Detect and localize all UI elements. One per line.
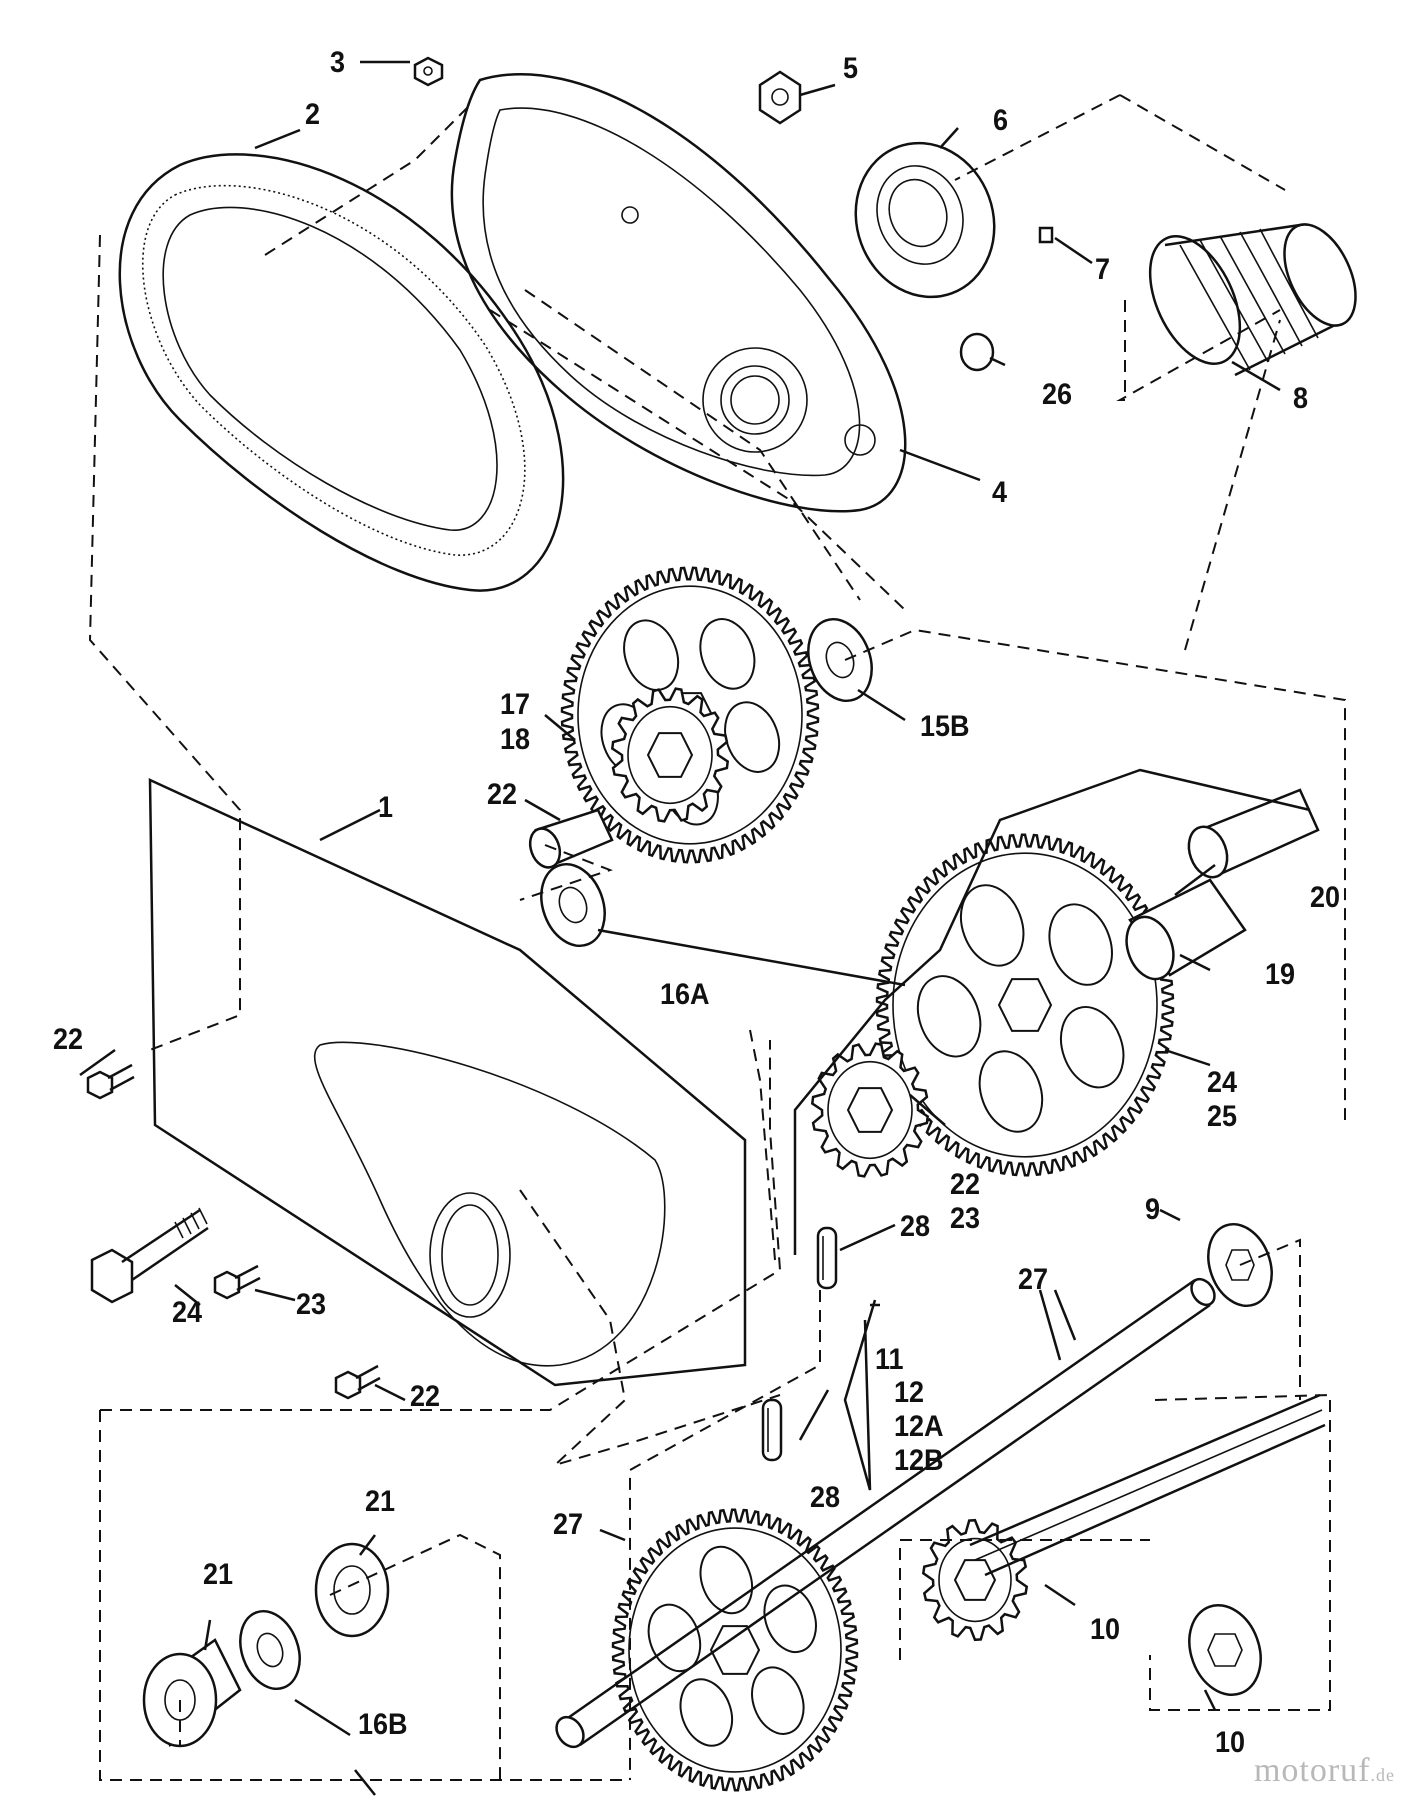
- bearing-flange-part: [854, 141, 996, 299]
- callout-2: 2: [305, 98, 321, 131]
- cover-plate-part: [450, 72, 907, 513]
- callout-20: 21: [365, 1485, 396, 1518]
- callout-13-middle: 16A: [660, 978, 710, 1011]
- gasket-part: [118, 153, 565, 592]
- callout-16a-label: 24: [1207, 1066, 1238, 1099]
- pin-part-lower: [761, 1398, 783, 1462]
- callout-7: 7: [1095, 253, 1111, 286]
- screw-part: [1038, 226, 1054, 244]
- callout-11: 10: [1090, 1613, 1121, 1646]
- washer-part-a: [807, 617, 873, 703]
- washer-part-c: [239, 1609, 301, 1691]
- watermark-logo: motoruf.de: [1254, 1752, 1395, 1790]
- callout-15b: 23: [950, 1202, 981, 1235]
- callout-10-label: 10: [1215, 1726, 1246, 1759]
- callout-14a: 17: [500, 688, 531, 721]
- main-shaft-part: [555, 1277, 1216, 1749]
- callout-18: 20: [1310, 881, 1341, 914]
- nut-large-part: [758, 70, 802, 125]
- callout-3: 3: [330, 46, 346, 79]
- worm-gear-part: [1148, 223, 1357, 377]
- callout-23-label: 23: [296, 1288, 327, 1321]
- bearing-part: [314, 1542, 390, 1638]
- callout-5: 5: [843, 52, 859, 85]
- callout-13-lower: 16B: [358, 1708, 408, 1741]
- watermark-tld: .de: [1370, 1765, 1395, 1785]
- callout-21-label: 21: [203, 1558, 234, 1591]
- pinion-upper-part: [610, 687, 730, 823]
- bearing-housing-part: [142, 1638, 242, 1748]
- hex-washer-part-bottom: [1188, 1603, 1262, 1697]
- pinion-right-part: [810, 1042, 930, 1178]
- callout-22-lower-label: 22: [410, 1380, 441, 1413]
- bolt-large-part: [90, 1207, 209, 1304]
- watermark-brand: motoruf: [1253, 1752, 1371, 1789]
- callout-22-upper-label: 22: [53, 1023, 84, 1056]
- pin-part-upper: [816, 1226, 838, 1290]
- callout-27-label: 27: [553, 1508, 584, 1541]
- callout-6: 6: [993, 104, 1009, 137]
- callout-15a: 22: [950, 1168, 981, 1201]
- callout-9: 9: [1145, 1193, 1161, 1226]
- side-plate-part: [148, 778, 747, 1387]
- hex-shaft-part: [969, 1393, 1326, 1577]
- callout-12: 11: [875, 1343, 904, 1376]
- callout-14b: 18: [500, 723, 531, 756]
- pinion-lower-part: [921, 1518, 1029, 1642]
- callout-16b-label: 25: [1207, 1100, 1238, 1133]
- nut-small-part: [413, 56, 444, 87]
- callout-24-label: 24: [172, 1296, 203, 1329]
- callout-25: 26: [1042, 378, 1073, 411]
- bolt-small-part-c: [334, 1364, 381, 1400]
- callout-26: 27: [1018, 1263, 1049, 1296]
- callout-4: 4: [992, 476, 1008, 509]
- callout-12b: 12A: [894, 1410, 944, 1443]
- bolt-small-part-a: [86, 1063, 135, 1100]
- callout-12a: 12: [894, 1376, 925, 1409]
- washer-part-b: [540, 862, 606, 948]
- bushing-part: [1187, 788, 1320, 879]
- callout-19: 22: [487, 778, 518, 811]
- hex-spacer-part: [1125, 878, 1247, 981]
- callout-13-upper: 15B: [920, 710, 970, 743]
- callout-28-upper: 28: [900, 1210, 931, 1243]
- callout-17: 19: [1265, 958, 1296, 991]
- gear-right-part: [875, 833, 1175, 1177]
- callout-28-lower: 28: [810, 1481, 841, 1514]
- leader-lines: [79, 60, 1281, 1796]
- callout-8: 8: [1293, 382, 1309, 415]
- bolt-small-part-b: [213, 1264, 261, 1300]
- plug-part: [959, 332, 995, 372]
- callout-1: 1: [378, 791, 394, 824]
- spacer-part: [528, 808, 614, 869]
- callout-12c: 12B: [894, 1444, 944, 1477]
- gear-lower-part: [611, 1508, 859, 1792]
